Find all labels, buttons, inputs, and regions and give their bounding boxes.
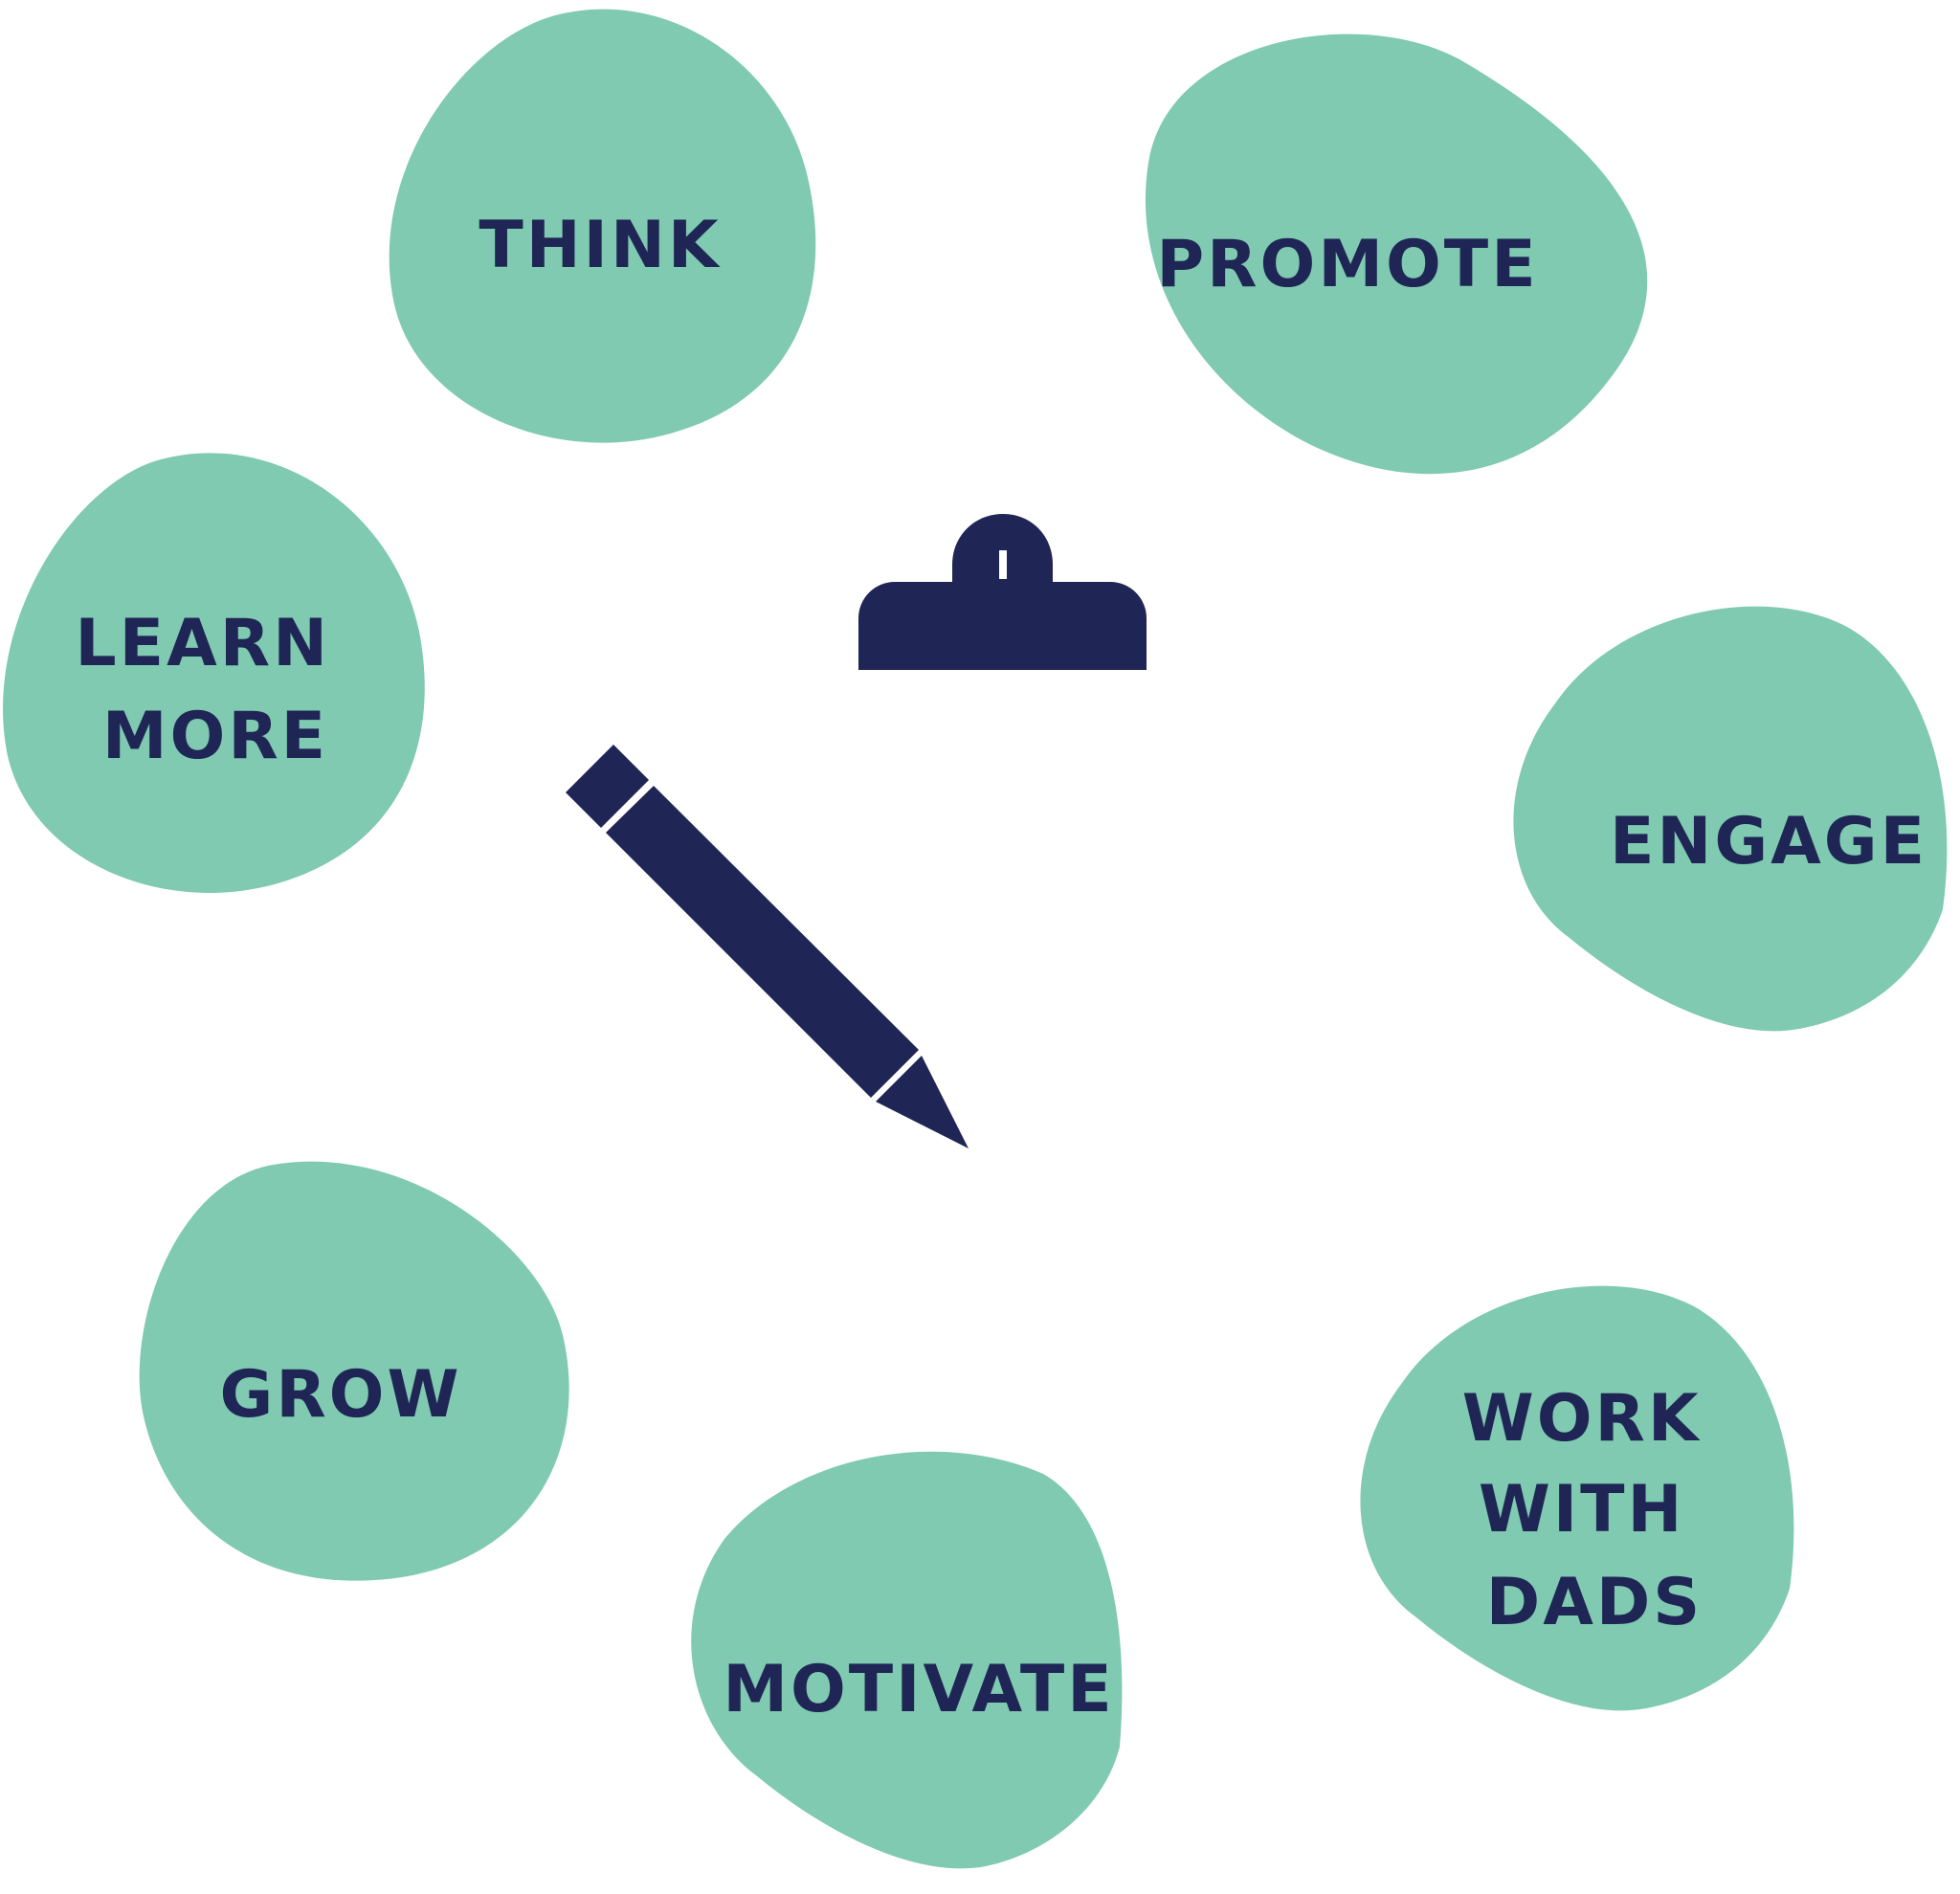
- blob-learn-more: LEARN MORE: [3, 453, 425, 893]
- pencil-and-clipboard-icon: [566, 514, 1147, 1148]
- blob-engage-line-1: ENGAGE: [1610, 804, 1927, 880]
- blob-think-shape: [389, 9, 816, 443]
- pencil-body: [606, 786, 919, 1098]
- blob-think-line-1: THINK: [479, 208, 721, 283]
- blob-promote-label: PROMOTE: [1156, 227, 1538, 302]
- blob-grow-label: GROW: [220, 1357, 462, 1433]
- blob-learn-more-line-1: LEARN: [75, 606, 330, 681]
- blob-motivate-line-1: MOTIVATE: [723, 1652, 1114, 1727]
- blob-grow-shape: [139, 1161, 569, 1581]
- blob-promote: PROMOTE: [1145, 33, 1648, 475]
- blob-grow: GROW: [139, 1161, 569, 1581]
- blob-learn-more-line-2: MORE: [102, 699, 328, 774]
- clipboard-clip-shape: [858, 582, 1147, 670]
- blob-engage-shape: [1513, 606, 1948, 1032]
- blob-work-with-dads-line-2: WITH: [1479, 1472, 1685, 1548]
- clipboard-clip-hole: [999, 550, 1007, 579]
- blob-motivate-shape: [691, 1451, 1123, 1869]
- blob-work-with-dads-label: WORK WITH DADS: [1462, 1381, 1727, 1640]
- blob-motivate: MOTIVATE: [691, 1451, 1123, 1869]
- blob-work-with-dads-shape: [1360, 1285, 1794, 1711]
- blob-engage-label: ENGAGE: [1610, 804, 1927, 880]
- blob-think: THINK: [389, 9, 816, 443]
- blob-motivate-label: MOTIVATE: [723, 1652, 1114, 1727]
- blob-work-with-dads-line-1: WORK: [1462, 1381, 1702, 1457]
- blob-promote-shape: [1145, 33, 1648, 475]
- blob-promote-line-1: PROMOTE: [1156, 227, 1538, 302]
- blob-learn-more-label: LEARN MORE: [75, 606, 355, 774]
- blob-grow-line-1: GROW: [220, 1357, 462, 1433]
- pencil-eraser: [566, 745, 649, 828]
- blob-work-with-dads: WORK WITH DADS: [1360, 1285, 1794, 1711]
- blob-engage: ENGAGE: [1513, 606, 1948, 1032]
- clipboard-icon: [858, 514, 1147, 670]
- blob-work-with-dads-line-3: DADS: [1486, 1565, 1704, 1640]
- pencil-tip: [876, 1056, 969, 1148]
- blob-learn-more-shape: [3, 453, 425, 893]
- pencil-icon: [566, 745, 969, 1148]
- clipboard-clip-top: [952, 514, 1053, 584]
- blob-think-label: THINK: [479, 208, 721, 283]
